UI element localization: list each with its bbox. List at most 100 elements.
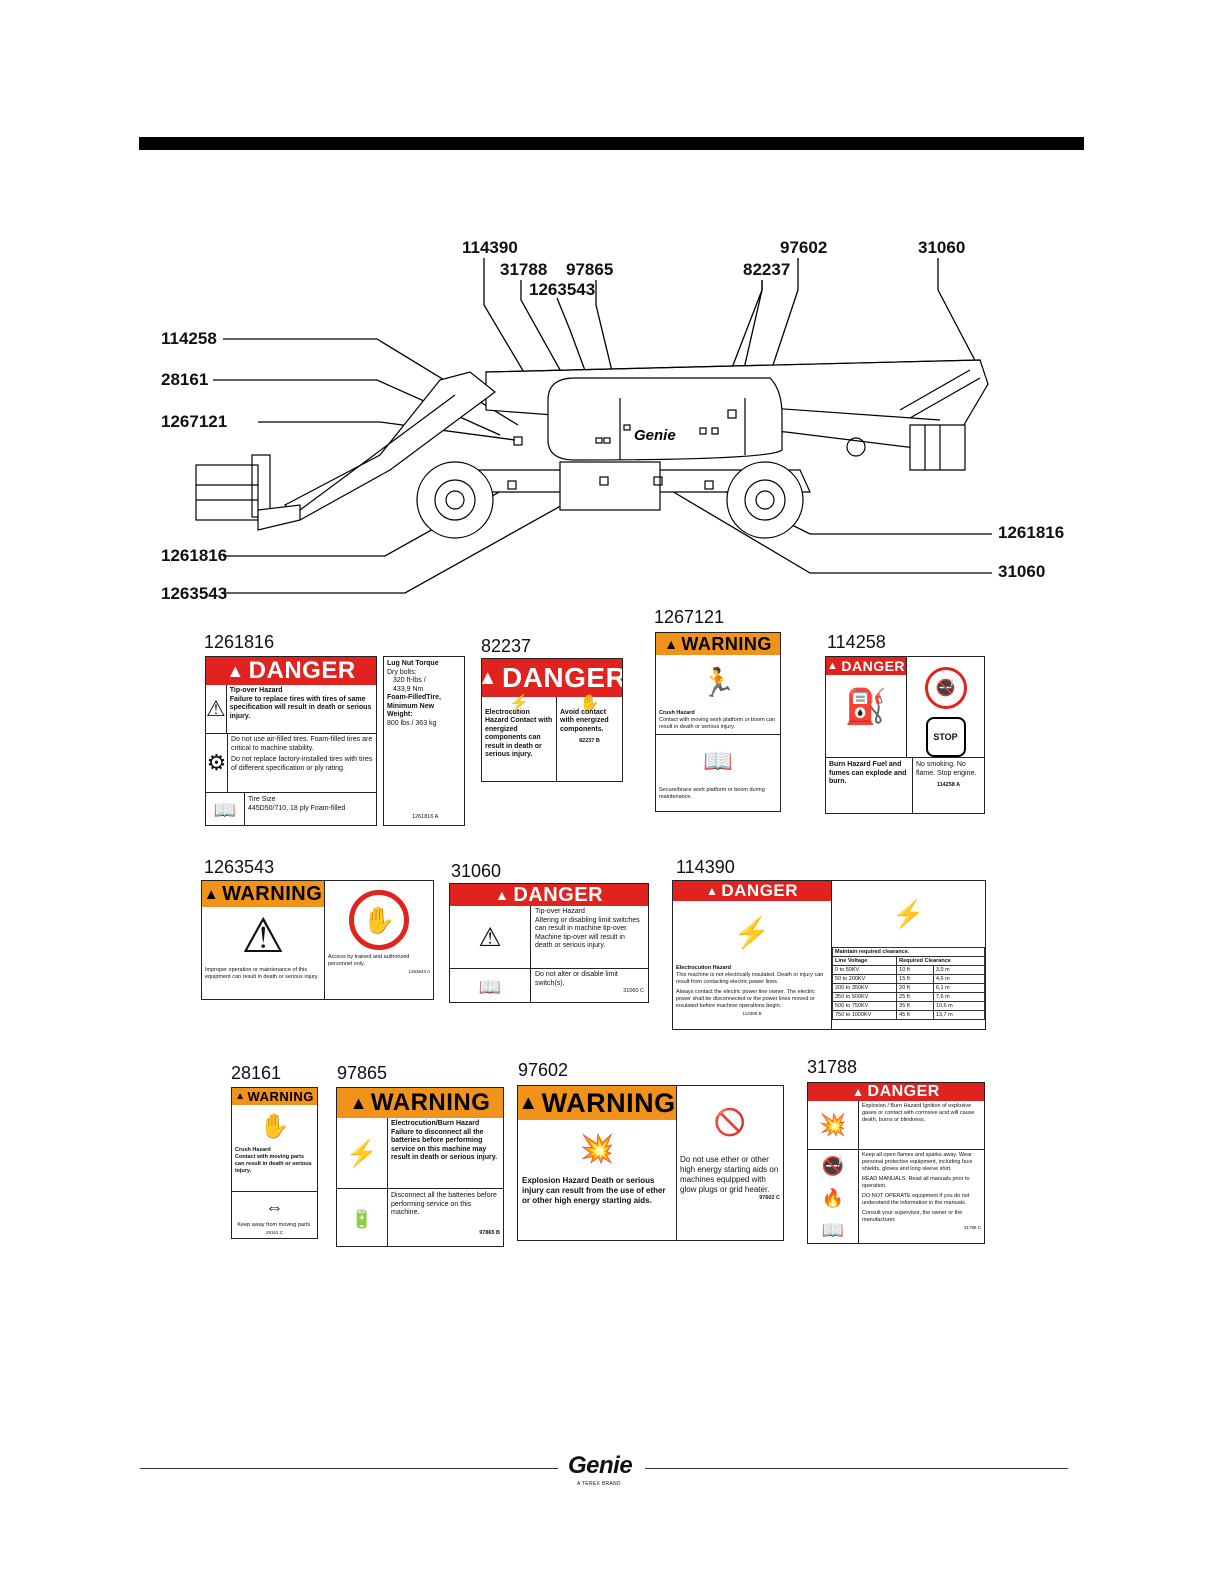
callout-1263543-left: 1263543 xyxy=(161,584,228,603)
decal-number-1267121: 1267121 xyxy=(654,607,725,627)
tipover-machine-icon: ⚠ xyxy=(450,906,531,968)
callout-28161: 28161 xyxy=(161,370,209,389)
decal-code: 97865 B xyxy=(479,1229,500,1236)
callout-31788: 31788 xyxy=(500,260,548,279)
crush-platform-icon: 🏃 xyxy=(700,667,736,698)
warning-header: ▲WARNING xyxy=(232,1088,317,1105)
decal-text: No smoking. No flame. Stop engine. xyxy=(916,761,977,777)
decal-114258: ▲DANGER ⛽ 🚭 STOP Burn Hazard Fuel and fu… xyxy=(825,656,985,814)
decal-31788: ▲DANGER 💥 Explosion / Burn Hazard Igniti… xyxy=(807,1082,985,1244)
lug-value-2: 433,9 Nm xyxy=(393,685,424,693)
power-line-electrocution-icon: ⚡ xyxy=(733,916,771,950)
foam-title: Foam-FilledTire, Minimum New Weight: xyxy=(387,694,441,718)
danger-header: ▲DANGER xyxy=(673,881,831,901)
decal-code: 1263543 A xyxy=(408,969,430,974)
keep-away-icon: ⇔ xyxy=(265,1196,284,1217)
decal-number-114390: 114390 xyxy=(676,857,735,877)
decal-text: Keep away from moving parts. xyxy=(237,1222,312,1228)
no-ether-engine-icon: 🚫 xyxy=(713,1106,747,1137)
no-spark-icon: 🔥 xyxy=(821,1187,845,1208)
machine-diagram: Genie xyxy=(195,258,992,594)
warning-header: ▲WARNING xyxy=(656,633,780,655)
decal-number-114258: 114258 xyxy=(827,632,886,652)
callout-82237: 82237 xyxy=(743,260,791,279)
tipover-icon: ⚠ xyxy=(206,685,227,733)
alert-triangle-icon: ▲ xyxy=(826,660,839,672)
clearance-table: Maintain required clearance. Line Voltag… xyxy=(831,947,985,1020)
electrocution-icon: ⚡ xyxy=(509,695,529,712)
alert-triangle-icon: ▲ xyxy=(482,667,498,690)
decal-text: Disconnect all the batteries before perf… xyxy=(391,1192,497,1216)
stop-icon: STOP xyxy=(925,717,966,757)
decal-text: Burn Hazard Fuel and fumes can explode a… xyxy=(826,758,913,813)
boom-power-line-icon: ⚡ xyxy=(892,898,925,929)
decal-82237: ▲DANGER ⚡ Electrocution Hazard Contact w… xyxy=(481,658,623,782)
electrocution-hand-icon: ⚡ xyxy=(337,1118,388,1188)
decal-number-1263543: 1263543 xyxy=(204,857,275,877)
manual-icon: 📖 xyxy=(450,969,531,1002)
decal-text: Explosion Hazard Death or serious injury… xyxy=(522,1176,666,1205)
decal-code: 97602 C xyxy=(759,1195,780,1201)
decal-code: 28161 C xyxy=(265,1230,283,1235)
alert-triangle-icon: ▲ xyxy=(494,887,510,903)
decal-title: Crush Hazard xyxy=(235,1147,271,1153)
callout-31060-top: 31060 xyxy=(918,238,966,257)
decal-text: Do not replace factory-installed tires w… xyxy=(231,756,373,772)
battery-disconnect-icon: 🔋 xyxy=(337,1189,388,1246)
decal-number-28161: 28161 xyxy=(231,1063,282,1083)
engine-explosion-icon: 💥 xyxy=(579,1132,615,1164)
col-clearance: Required Clearance xyxy=(896,956,985,966)
machine-logo: Genie xyxy=(634,427,676,444)
hand-icon: ✋ xyxy=(579,695,600,712)
col-voltage: Line Voltage xyxy=(831,956,898,966)
decal-text: Failure to replace tires with tires of s… xyxy=(229,695,372,720)
decal-text: Do not use ether or other high energy st… xyxy=(680,1155,779,1194)
decal-text: Contact with moving work platform or boo… xyxy=(659,717,776,730)
callout-1261816-left: 1261816 xyxy=(161,546,228,565)
tire-icon: ⚙ xyxy=(206,734,228,792)
decal-text: Improper operation or maintenance of thi… xyxy=(205,967,319,980)
alert-triangle-icon: ▲ xyxy=(226,660,245,681)
decal-code: 114258 A xyxy=(936,782,961,788)
manual-icon: 📖 xyxy=(821,1219,845,1240)
callout-31060-right: 31060 xyxy=(998,562,1046,581)
decal-title: Crush Hazard xyxy=(659,710,695,716)
decal-text: Electrocution/Burn Hazard Failure to dis… xyxy=(391,1120,498,1161)
callout-97602: 97602 xyxy=(780,238,828,257)
decal-28161: ▲WARNING ✋ Crush Hazard Contact with mov… xyxy=(231,1087,318,1239)
manual-icon: 📖 xyxy=(206,793,245,825)
decal-number-31060: 31060 xyxy=(451,861,502,881)
decal-text: READ MANUALS: Read all manuals prior to … xyxy=(862,1176,970,1189)
safety-icons: 🚭 🔥 📖 xyxy=(808,1150,859,1243)
warning-header: ▲WARNING xyxy=(337,1088,503,1118)
decal-number-31788: 31788 xyxy=(807,1057,858,1077)
decal-text: Do not alter or disable limit switch(s). xyxy=(535,971,618,987)
battery-explosion-icon: 💥 xyxy=(808,1101,859,1149)
decal-text: Keep all open flames and sparks away. We… xyxy=(862,1152,973,1172)
lug-dry: Dry bolts: xyxy=(387,668,417,676)
decal-1261816-lug: Lug Nut Torque Dry bolts: 320 ft-lbs / 4… xyxy=(383,656,465,826)
footer-rule-left xyxy=(140,1468,558,1469)
decal-text: Explosion / Burn Hazard Ignition of expl… xyxy=(862,1103,975,1123)
exclamation-triangle-icon: ⚠ xyxy=(241,910,285,963)
fuel-pump-explosion-icon: ⛽ xyxy=(844,688,888,726)
decal-1261816: ▲DANGER ⚠ Tip-over Hazard Failure to rep… xyxy=(205,656,377,826)
danger-header: ▲DANGER xyxy=(450,884,648,906)
danger-header: ▲DANGER xyxy=(826,657,906,675)
decal-code: 82237 B xyxy=(579,738,600,744)
decal-title: Electrocution Hazard xyxy=(676,965,732,971)
callout-97865: 97865 xyxy=(566,260,614,279)
decal-number-97865: 97865 xyxy=(337,1063,388,1083)
no-flame-icon: 🚭 xyxy=(821,1155,845,1176)
lug-title: Lug Nut Torque xyxy=(387,660,439,667)
decal-text: Do not use air-filled tires. Foam-filled… xyxy=(231,736,373,752)
header-rule xyxy=(139,137,1084,150)
callout-114390: 114390 xyxy=(462,238,518,257)
brace-platform-icon: 📖 xyxy=(656,734,780,787)
decal-97865: ▲WARNING ⚡ Electrocution/Burn Hazard Fai… xyxy=(336,1087,504,1247)
alert-triangle-icon: ▲ xyxy=(518,1091,539,1114)
